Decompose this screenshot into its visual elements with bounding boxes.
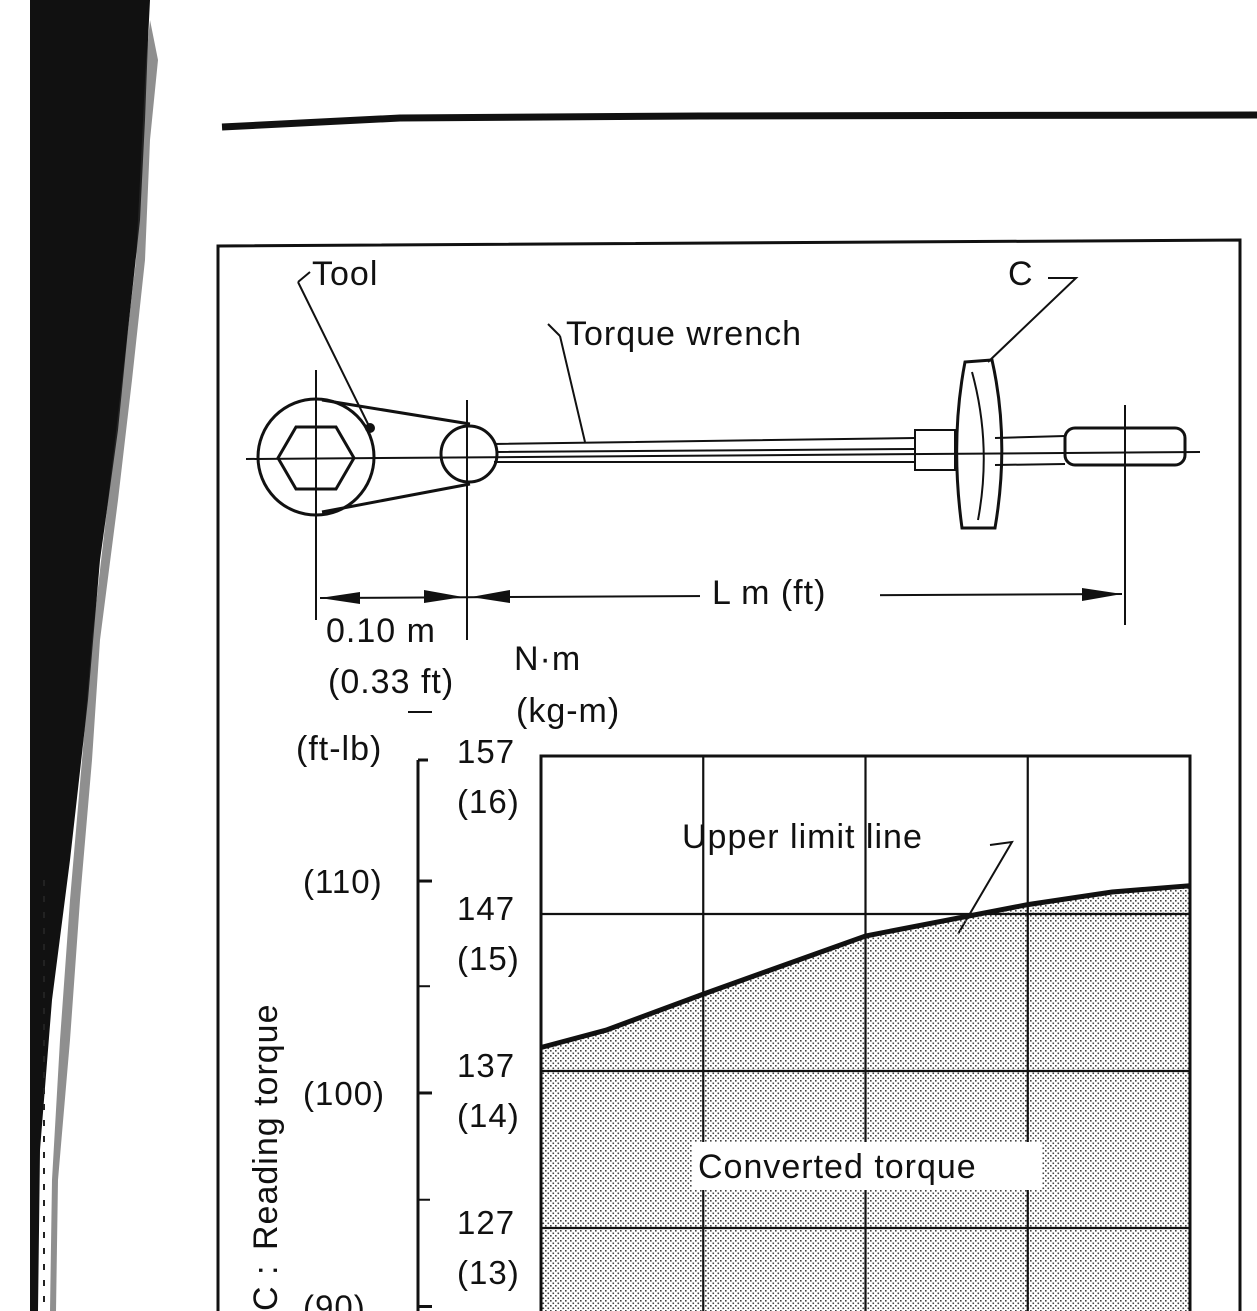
label-converted-torque: Converted torque bbox=[698, 1148, 977, 1186]
upper-limit-leader bbox=[957, 840, 1014, 935]
ftlb-axis: (110) (100) (90) bbox=[303, 758, 432, 1311]
wrench-drawing bbox=[245, 271, 1201, 935]
torque-chart: (110) (100) (90) 157 (16) 147 (15) 137 (14) 127 (… bbox=[303, 733, 1192, 1311]
tick-label-nm: 137 bbox=[457, 1047, 515, 1084]
tool-hex-nut bbox=[276, 425, 356, 491]
upper-limit-line bbox=[540, 883, 1191, 1050]
page-binding-shadow bbox=[30, 0, 150, 1311]
unit-nm: N·m bbox=[514, 640, 581, 678]
dial-c bbox=[955, 358, 1004, 530]
arrowhead bbox=[1082, 588, 1122, 601]
c-leader bbox=[987, 277, 1079, 363]
tick-label-kgm: (14) bbox=[457, 1097, 520, 1134]
tick-label-kgm: (15) bbox=[457, 940, 520, 977]
tool-arm bbox=[321, 398, 471, 514]
tick-label-ftlb: (90) bbox=[303, 1289, 366, 1311]
page-edge-speckle bbox=[50, 20, 158, 1311]
wrench-shaft bbox=[493, 437, 916, 463]
tick-label-ftlb: (110) bbox=[303, 863, 383, 900]
label-dim-short-ft: (0.33 ft) bbox=[328, 663, 454, 701]
tick-label-kgm: (13) bbox=[457, 1254, 520, 1291]
dial-c-inner bbox=[971, 371, 985, 521]
y-axis-title: Reading torque bbox=[247, 1003, 285, 1250]
wrench-collar bbox=[914, 429, 956, 471]
center-line bbox=[245, 451, 1201, 460]
unit-ftlb: (ft-lb) bbox=[296, 730, 382, 768]
grid bbox=[541, 756, 1190, 1311]
figure-frame bbox=[216, 238, 1242, 1311]
label-c: C bbox=[1008, 255, 1034, 293]
tool-dot bbox=[365, 423, 375, 433]
wrench-grip-stem bbox=[994, 435, 1066, 466]
torque-wrench-leader bbox=[547, 323, 586, 443]
tick-label-nm: 147 bbox=[457, 890, 515, 927]
dim-label-gap bbox=[700, 570, 880, 620]
tick-label-kgm: (16) bbox=[457, 783, 520, 820]
arrowhead bbox=[320, 592, 360, 604]
label-tool: Tool bbox=[312, 255, 378, 293]
unit-kgm: (kg-m) bbox=[516, 692, 620, 730]
tick-label-nm: 127 bbox=[457, 1204, 515, 1241]
plot-area-frame bbox=[539, 754, 1192, 1311]
arrowhead bbox=[424, 590, 463, 603]
converted-label-bg bbox=[692, 1142, 1042, 1190]
tick-label-ftlb: (100) bbox=[303, 1075, 385, 1112]
label-torque-wrench: Torque wrench bbox=[566, 315, 802, 353]
header-rule bbox=[221, 111, 1257, 131]
label-dim-long: L m (ft) bbox=[712, 574, 826, 612]
tick-label-nm: 157 bbox=[457, 733, 515, 770]
wrench-head-ring bbox=[439, 424, 499, 484]
tool-leader bbox=[297, 271, 369, 425]
y-axis-prefix: C : bbox=[247, 1265, 285, 1311]
arrowhead bbox=[471, 590, 510, 603]
nm-tick-labels: 157 (16) 147 (15) 137 (14) 127 (13) bbox=[457, 733, 520, 1291]
label-upper-limit: Upper limit line bbox=[682, 818, 923, 856]
label-dim-short-m: 0.10 m bbox=[326, 612, 436, 650]
